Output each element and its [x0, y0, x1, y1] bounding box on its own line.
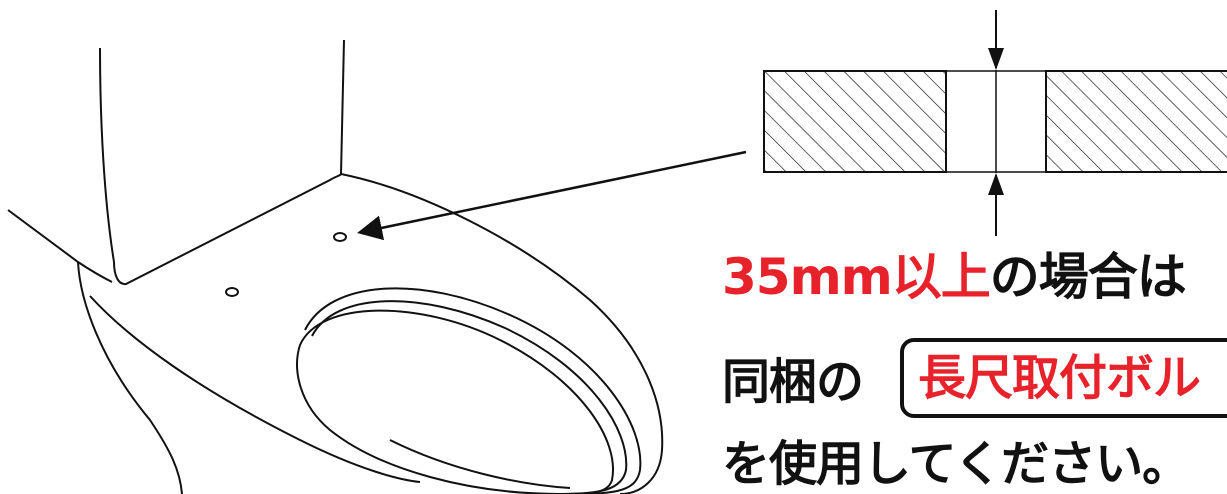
- condition-suffix: の場合は: [989, 248, 1187, 306]
- seat-outer: [304, 287, 642, 494]
- instruction-line-2: 同梱の: [722, 358, 864, 406]
- thickness-condition: 35mm以上: [722, 248, 991, 306]
- hatched-block-right: [1045, 70, 1227, 173]
- seat-inner-1: [311, 300, 628, 494]
- mount-hole-rear: [333, 232, 347, 242]
- instruction-line-3: を使用してください。: [722, 436, 1190, 492]
- hatched-block-left: [763, 70, 947, 173]
- dimension-arrow-down-icon: [988, 48, 1004, 70]
- instruction-line-1: 35mm以上の場合は: [722, 252, 1187, 302]
- bowl-opening: [296, 309, 614, 494]
- deck-edge: [340, 173, 664, 494]
- long-bolt-callout-box: [900, 338, 1227, 418]
- tank-bottom-edge: [113, 173, 342, 286]
- cross-section-detail: [763, 10, 1227, 236]
- mount-hole-front: [225, 287, 239, 297]
- body-left-side: [77, 261, 183, 494]
- body-left-inner: [89, 295, 421, 483]
- tank-front-edge: [99, 47, 115, 263]
- included-prefix: 同梱の: [722, 354, 864, 410]
- leader-arrow: [357, 150, 747, 241]
- toilet-illustration: [7, 39, 664, 494]
- long-bolt-label: 長尺取付ボル: [918, 350, 1201, 406]
- rim-line: [389, 439, 571, 489]
- tank-right-edge: [340, 39, 345, 175]
- dimension-arrow-up-icon: [988, 173, 1004, 195]
- body-left-top: [7, 209, 113, 283]
